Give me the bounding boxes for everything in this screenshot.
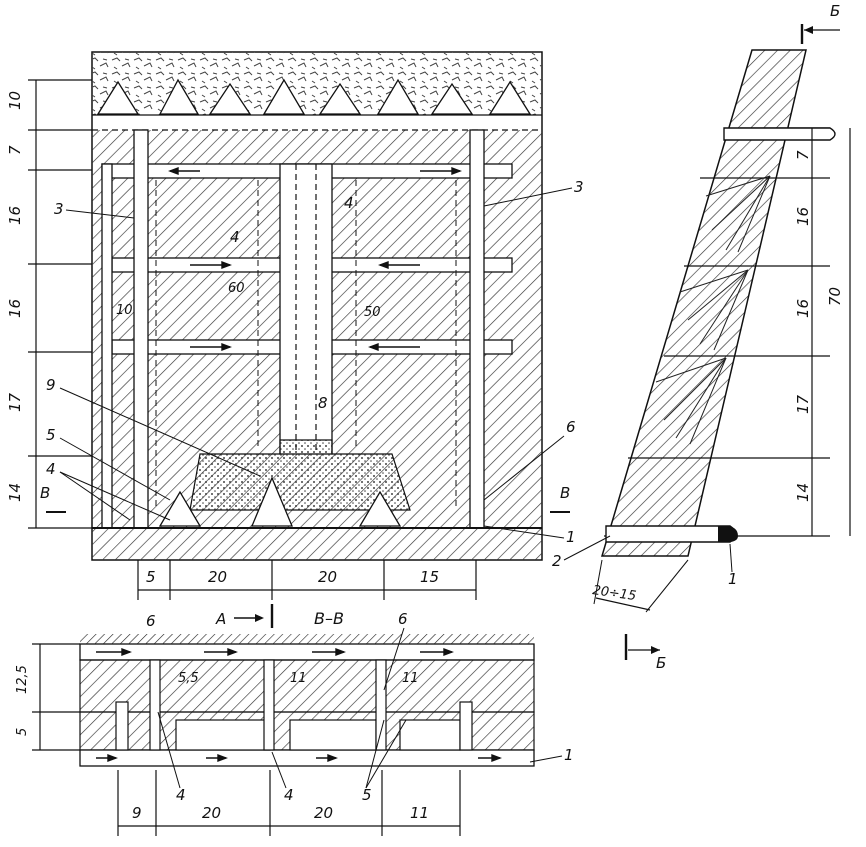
callout-4-bottom: 4 bbox=[46, 460, 56, 478]
inner-dim-60: 60 bbox=[228, 281, 245, 296]
section-callout-4-left: 4 bbox=[176, 786, 186, 804]
callout-8: 8 bbox=[318, 394, 328, 412]
level-dim-2: 7 bbox=[6, 145, 24, 155]
lower-country-rock bbox=[92, 528, 542, 560]
section-view: В–В 12,5 bbox=[15, 609, 574, 836]
callout-6: 6 bbox=[566, 418, 576, 436]
side-dim-5: 14 bbox=[794, 483, 812, 502]
horizontal-drifts bbox=[101, 163, 513, 355]
level-dim-4: 16 bbox=[6, 299, 24, 318]
callout-4-b: 4 bbox=[344, 194, 354, 212]
bottom-drift bbox=[605, 525, 737, 543]
section-mark-right: В bbox=[560, 484, 570, 502]
bottom-dim-3: 20 bbox=[318, 568, 337, 586]
section-bottom-dim-1: 9 bbox=[132, 804, 142, 822]
level-dim-1: 10 bbox=[6, 91, 24, 110]
section-callout-1: 1 bbox=[564, 746, 574, 764]
blast-fans bbox=[655, 175, 771, 445]
section-bottom-dim-2: 20 bbox=[202, 804, 221, 822]
bottom-dim-1: 5 bbox=[146, 568, 156, 586]
main-view: 10 7 16 16 17 14 5 20 20 15 60 10 50 3 3… bbox=[6, 51, 584, 628]
side-dim-2: 16 bbox=[794, 207, 812, 226]
section-left-dim-2: 5 bbox=[15, 728, 30, 736]
side-mark-top: Б bbox=[830, 2, 840, 20]
draw-points-top bbox=[96, 78, 532, 115]
section-upper-drift bbox=[79, 643, 535, 661]
top-drift bbox=[723, 127, 836, 141]
side-dim-3: 16 bbox=[794, 299, 812, 318]
draw-points-bottom bbox=[158, 476, 402, 527]
side-view: 7 16 16 17 14 70 20÷15 1 2 Б Б bbox=[552, 2, 851, 672]
bottom-dim-2: 20 bbox=[208, 568, 227, 586]
side-callout-2: 2 bbox=[552, 552, 562, 570]
section-lower-drift bbox=[79, 749, 535, 767]
level-dim-6: 14 bbox=[6, 483, 24, 502]
callout-9: 9 bbox=[46, 376, 56, 394]
callout-5: 5 bbox=[46, 426, 56, 444]
callout-4-a: 4 bbox=[230, 228, 240, 246]
caving-rubble-zone bbox=[92, 52, 542, 115]
callout-3-right: 3 bbox=[574, 178, 584, 196]
inclined-ore-body bbox=[600, 49, 807, 557]
bottom-dim-4: 15 bbox=[420, 568, 439, 586]
inner-dim-10: 10 bbox=[116, 303, 133, 318]
section-title: В–В bbox=[314, 609, 344, 628]
level-dim-3: 16 bbox=[6, 206, 24, 225]
callout-1: 1 bbox=[566, 528, 576, 546]
section-mark-left: В bbox=[40, 484, 50, 502]
side-width-dim: 20÷15 bbox=[591, 583, 637, 604]
side-callout-1: 1 bbox=[728, 570, 738, 588]
side-mark-bottom: Б bbox=[656, 654, 666, 672]
section-bottom-dim-3: 20 bbox=[314, 804, 333, 822]
section-arrow-label: А bbox=[215, 610, 226, 628]
section-bottom-dim-4: 11 bbox=[410, 804, 429, 822]
callout-3-left: 3 bbox=[54, 200, 64, 218]
inner-dim-50: 50 bbox=[364, 305, 381, 320]
section-top-dim-3: 11 bbox=[402, 671, 419, 686]
airflow-arrows bbox=[168, 166, 462, 352]
level-dim-5: 17 bbox=[6, 392, 24, 412]
side-dim-1: 7 bbox=[794, 150, 812, 160]
section-callout-4-mid: 4 bbox=[284, 786, 294, 804]
side-total-height: 70 bbox=[826, 287, 844, 306]
section-callout-5: 5 bbox=[362, 786, 372, 804]
section-callout-6-left: 6 bbox=[146, 612, 156, 630]
section-callout-6-right: 6 bbox=[398, 610, 408, 628]
section-left-dim-1: 12,5 bbox=[15, 665, 30, 694]
section-top-dim-2: 11 bbox=[290, 671, 307, 686]
side-dim-4: 17 bbox=[794, 394, 812, 414]
section-top-dim-1: 5,5 bbox=[178, 671, 199, 686]
section-hatched-top bbox=[80, 634, 534, 644]
